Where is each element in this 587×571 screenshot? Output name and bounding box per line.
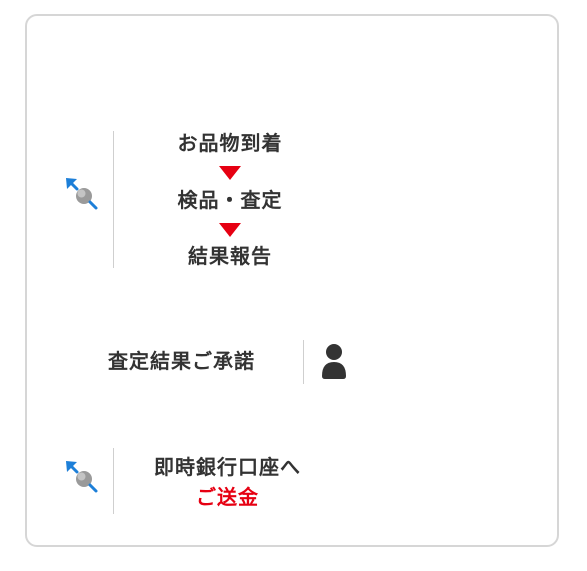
section2-divider bbox=[303, 340, 304, 384]
approval-label: 査定結果ご承諾 bbox=[108, 349, 255, 373]
step-arrival-label: お品物到着 bbox=[177, 131, 283, 155]
arrow-magnifier-icon bbox=[64, 176, 100, 212]
person-icon bbox=[321, 343, 347, 379]
bank-transfer-label: 即時銀行口座へ bbox=[154, 455, 301, 479]
section1-divider bbox=[113, 131, 114, 268]
step-report-label: 結果報告 bbox=[188, 244, 272, 268]
arrow-magnifier-icon bbox=[64, 459, 100, 495]
down-triangle-icon bbox=[219, 222, 241, 237]
process-flow-card bbox=[25, 14, 559, 547]
remittance-label: ご送金 bbox=[196, 485, 259, 509]
section3-divider bbox=[113, 448, 114, 514]
step-inspection-label: 検品・査定 bbox=[177, 188, 283, 212]
down-triangle-icon bbox=[219, 165, 241, 180]
